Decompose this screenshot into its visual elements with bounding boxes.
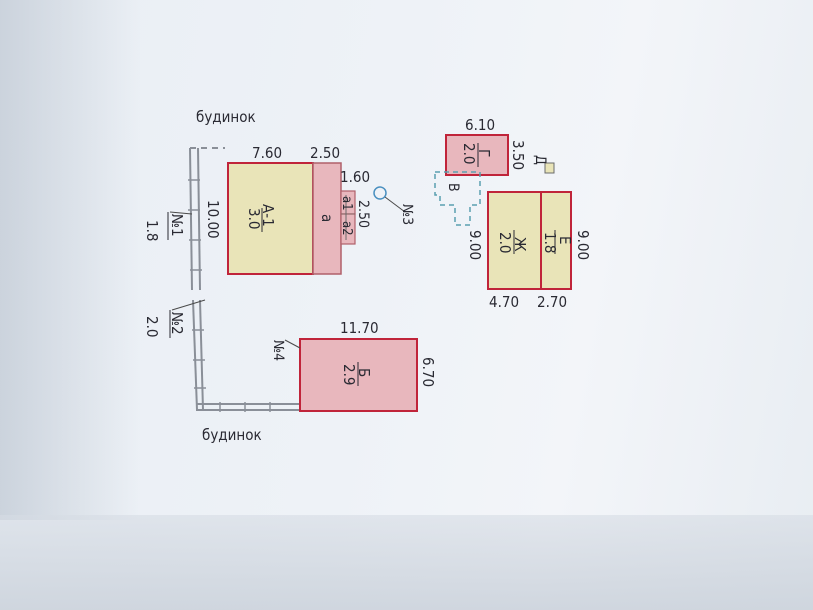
e-name: Е — [556, 236, 574, 245]
fence-no2-length: 2.0 — [143, 316, 161, 337]
b-name: Б — [355, 368, 373, 377]
b-length-dim: 11.70 — [340, 319, 379, 337]
bottom-building-label: будинок — [202, 426, 262, 444]
e-value: 1.8 — [541, 232, 559, 253]
paper-edge — [0, 515, 813, 610]
e-width-dim: 9.00 — [574, 230, 592, 260]
a1-width-dim: 10.00 — [204, 200, 222, 239]
marker-no2-label: №2 — [168, 312, 186, 335]
paper-shadow — [0, 0, 140, 520]
building-v-outline — [434, 171, 481, 226]
b-value: 2.9 — [340, 364, 358, 385]
fence-no1-length: 1.8 — [143, 220, 161, 241]
building-g — [445, 134, 509, 176]
marker-no3-circle[interactable] — [373, 186, 387, 200]
a1-name: А-1 — [259, 204, 277, 227]
fence-ticks — [188, 179, 271, 412]
v-label: В — [445, 183, 461, 192]
marker-no3-leader — [384, 196, 406, 213]
b-width-dim: 6.70 — [419, 357, 437, 387]
top-building-label: будинок — [196, 108, 256, 126]
g-width-dim: 3.50 — [509, 140, 527, 170]
zh-length-dim: 4.70 — [489, 293, 519, 311]
g-name: Г — [475, 149, 493, 157]
e-length-dim: 2.70 — [537, 293, 567, 311]
annex-a1-name: а1 — [339, 196, 354, 211]
a2-width-dim: 2.50 — [355, 200, 371, 228]
fence-line — [189, 147, 300, 411]
zh-width-dim: 9.00 — [466, 230, 484, 260]
zh-value: 2.0 — [496, 232, 514, 253]
g-value: 2.0 — [460, 143, 478, 164]
marker-no1-leader — [169, 211, 193, 215]
marker-no1-label: №1 — [168, 214, 186, 237]
marker-no3-label: №3 — [399, 204, 415, 225]
marker-no2-leader — [171, 299, 206, 311]
annex-a2-name: а2 — [339, 221, 354, 236]
marker-no4-label: №4 — [270, 340, 286, 361]
a1-length-dim: 7.60 — [252, 144, 282, 162]
annex-a-name: а — [318, 214, 336, 222]
d-label: Д — [532, 155, 548, 165]
annex-a — [312, 162, 342, 275]
marker-no4-leader — [284, 339, 301, 349]
building-d-box — [544, 162, 555, 174]
a1-annex-length-dim: 1.60 — [340, 168, 370, 186]
building-e — [540, 191, 572, 290]
annex-a-length-dim: 2.50 — [310, 144, 340, 162]
zh-name: Ж — [511, 237, 529, 252]
g-length-dim: 6.10 — [465, 116, 495, 134]
a1-value: 3.0 — [245, 208, 263, 229]
